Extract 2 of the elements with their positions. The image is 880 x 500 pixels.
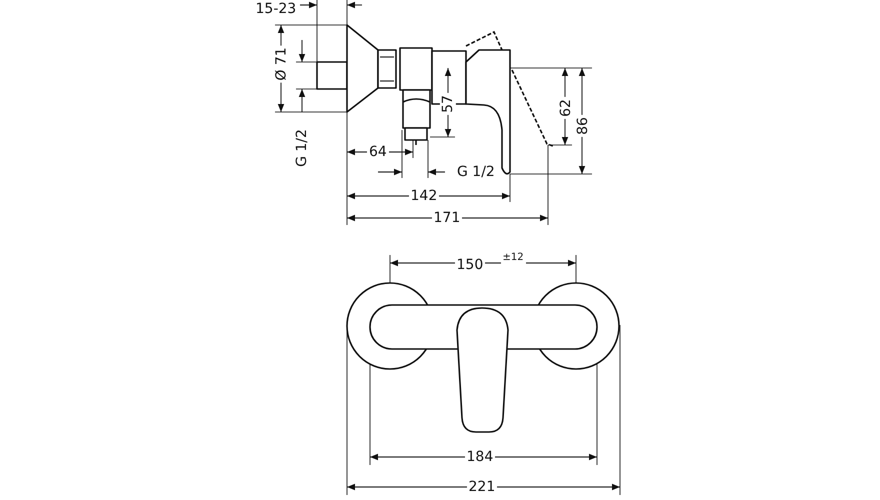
dimension-label: 57 bbox=[440, 93, 456, 115]
dimension-label: ±12 bbox=[500, 250, 526, 266]
